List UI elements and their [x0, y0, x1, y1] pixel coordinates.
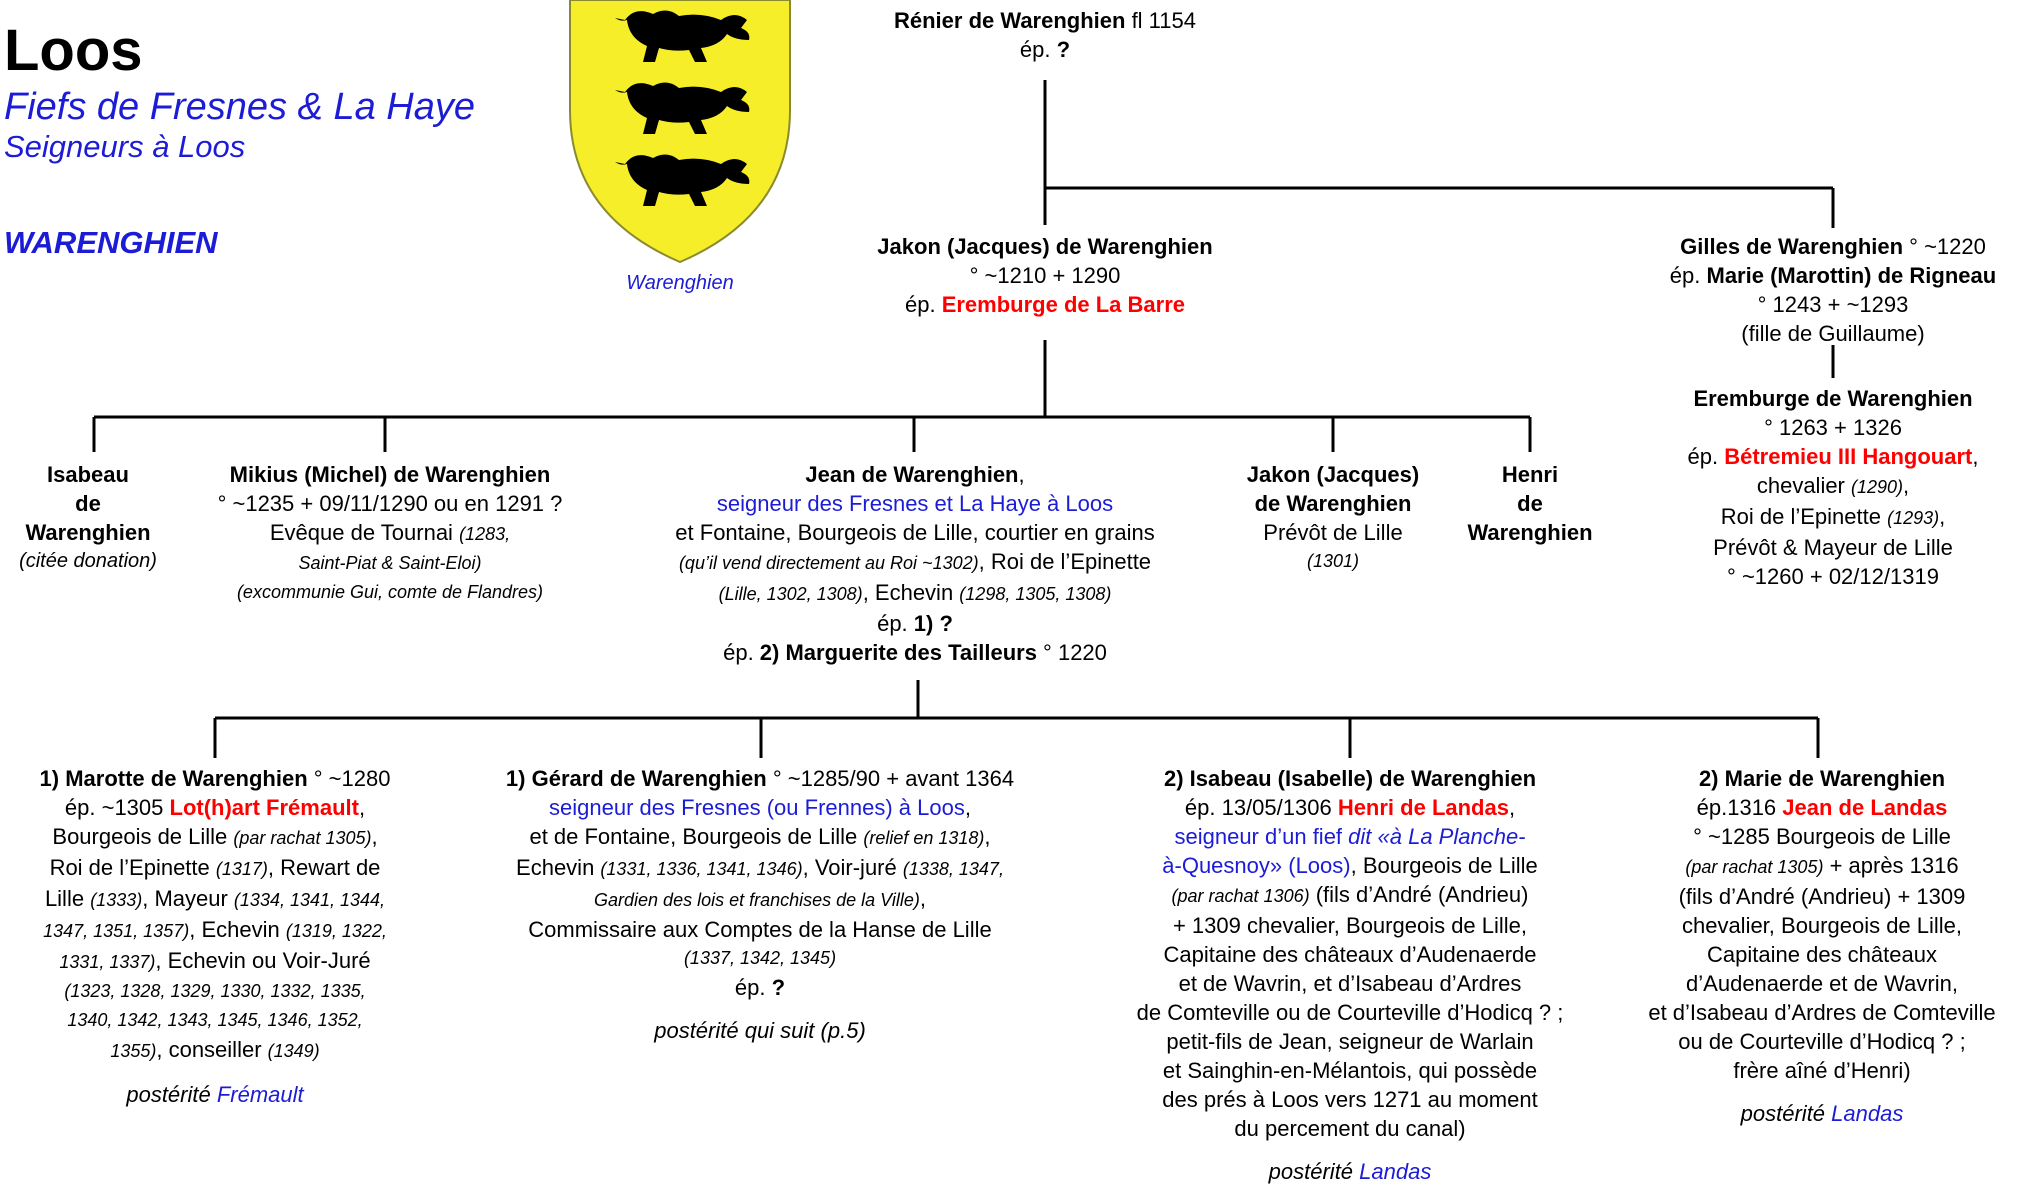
link-fremault[interactable]: Frémault	[216, 1082, 304, 1107]
mikius-name: Mikius (Michel) de Warenghien	[229, 462, 551, 487]
marie-name: 2) Marie de Warenghien	[1698, 766, 1946, 791]
eremburge-spouse: Bétremieu III Hangouart	[1724, 444, 1973, 469]
person-jean: Jean de Warenghien, seigneur des Fresnes…	[610, 460, 1220, 667]
jakon-spouse: Eremburge de La Barre	[941, 292, 1185, 317]
person-marotte: 1) Marotte de Warenghien ° ~1280 ép. ~13…	[39, 766, 391, 1107]
person-isabeau-2: 2) Isabeau (Isabelle) de Warenghien ép. …	[1090, 764, 1610, 1186]
person-renier: Rénier de Warenghien fl 1154 ép. ?	[894, 8, 1196, 62]
marie-spouse: Jean de Landas	[1782, 795, 1948, 820]
link-landas[interactable]: Landas	[1359, 1159, 1432, 1184]
jean-spouse: 2) Marguerite des Tailleurs	[759, 640, 1037, 665]
person-isabeau: Isabeau de Warenghien (citée donation)	[19, 462, 157, 572]
isabeau2-name: 2) Isabeau (Isabelle) de Warenghien	[1163, 766, 1537, 791]
gilles-spouse: Marie (Marottin) de Rigneau	[1706, 263, 1997, 288]
renier-name: Rénier de Warenghien	[894, 8, 1126, 33]
jean-name: Jean de Warenghien	[805, 462, 1019, 487]
person-mikius: Mikius (Michel) de Warenghien ° ~1235 + …	[180, 460, 600, 607]
eremburge-name: Eremburge de Warenghien	[1693, 386, 1973, 411]
person-marie: 2) Marie de Warenghien ép.1316 Jean de L…	[1612, 764, 2032, 1128]
person-gilles: Gilles de Warenghien ° ~1220 ép. Marie (…	[1669, 234, 1997, 346]
jean-seigneurie: seigneur des Fresnes et La Haye à Loos	[716, 491, 1114, 516]
person-eremburge: Eremburge de Warenghien ° 1263 + 1326 ép…	[1630, 384, 2032, 591]
person-gerard: 1) Gérard de Warenghien ° ~1285/90 + ava…	[455, 764, 1065, 1045]
renier-spouse: ?	[1056, 37, 1071, 62]
gerard-name: 1) Gérard de Warenghien	[505, 766, 767, 791]
page-title: Loos	[4, 18, 143, 83]
subtitle-fiefs: Fiefs de Fresnes & La Haye	[4, 86, 475, 128]
marotte-spouse: Lot(h)art Frémault	[169, 795, 359, 820]
gerard-seigneurie: seigneur des Fresnes (ou Frennes) à Loos	[549, 795, 965, 820]
family-name: WARENGHIEN	[4, 225, 218, 260]
person-henri: Henri de Warenghien	[1467, 462, 1593, 545]
lion-icon	[615, 10, 750, 63]
jakon-name: Jakon (Jacques) de Warenghien	[877, 234, 1213, 259]
lion-icon	[615, 154, 750, 206]
gilles-name: Gilles de Warenghien	[1680, 234, 1904, 259]
person-jakon-2: Jakon (Jacques) de Warenghien Prévôt de …	[1246, 462, 1420, 571]
marotte-name: 1) Marotte de Warenghien	[39, 766, 308, 791]
lion-icon	[615, 82, 750, 134]
link-landas-2[interactable]: Landas	[1831, 1101, 1904, 1126]
subtitle-seigneurs: Seigneurs à Loos	[4, 129, 246, 164]
arms-caption: Warenghien	[626, 272, 734, 294]
person-jakon: Jakon (Jacques) de Warenghien ° ~1210 + …	[830, 232, 1260, 319]
coat-of-arms	[565, 0, 795, 270]
gerard-posterity: postérité qui suit (p.5)	[654, 1018, 866, 1043]
isabeau2-spouse: Henri de Landas	[1337, 795, 1509, 820]
